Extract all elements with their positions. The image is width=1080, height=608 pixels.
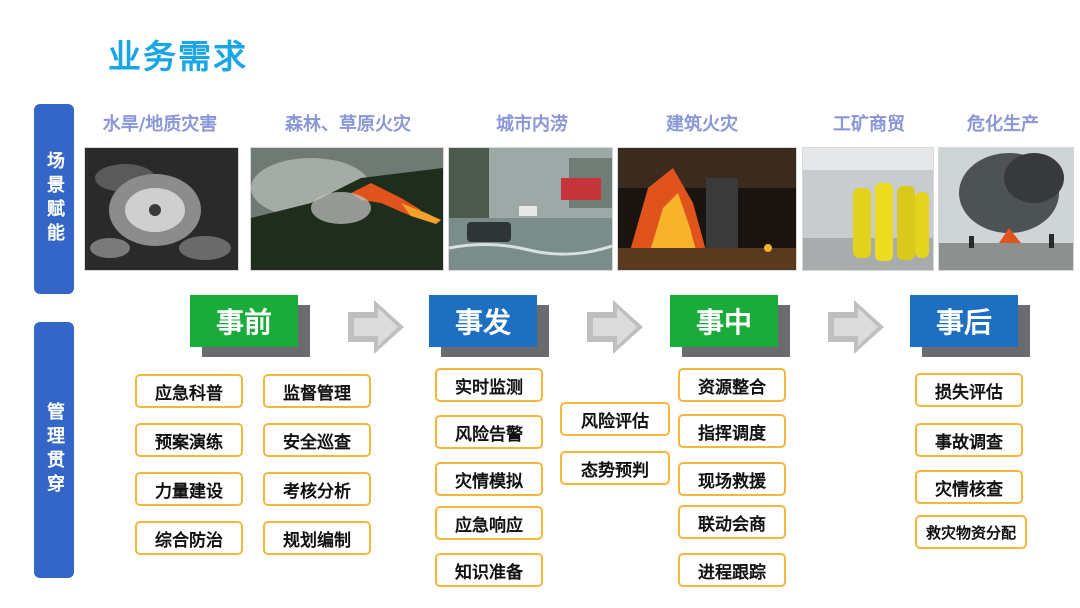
hazmat-workers-image [802,147,934,271]
typhoon-satellite-image [84,147,239,271]
task-item: 综合防治 [135,521,243,555]
right-arrow-icon [585,296,647,358]
task-item: 知识准备 [435,553,543,587]
urban-flood-image [448,147,613,271]
scene-caption-chemical: 危化生产 [967,110,1039,136]
phase-onset-label: 事发 [429,295,537,347]
right-arrow-icon [826,296,888,358]
side-label-management: 管理贯穿 [34,322,74,578]
task-item: 救灾物资分配 [915,515,1027,549]
task-item: 联动会商 [678,505,786,539]
phase-before-label: 事前 [190,295,298,347]
phase-after-label: 事后 [910,295,1018,347]
chemical-fire-image [938,147,1074,271]
scene-caption-industry-trade: 工矿商贸 [833,110,905,136]
task-item: 规划编制 [263,521,371,555]
forest-fire-image [250,147,444,271]
scene-caption-drought-geo: 水旱/地质灾害 [103,110,218,136]
task-item: 安全巡查 [263,423,371,457]
task-item: 力量建设 [135,472,243,506]
task-item: 应急响应 [435,506,543,540]
task-item: 监督管理 [263,374,371,408]
scene-caption-building-fire: 建筑火灾 [666,110,738,136]
phase-during: 事中 [670,295,778,347]
task-item: 损失评估 [915,373,1023,407]
task-item: 指挥调度 [678,414,786,448]
right-arrow-icon [346,296,408,358]
task-item: 实时监测 [435,368,543,402]
task-item: 灾情模拟 [435,462,543,496]
task-item: 事故调查 [915,423,1023,457]
task-item: 资源整合 [678,368,786,402]
side-label-management-text: 管理贯穿 [41,402,67,498]
task-item: 进程跟踪 [678,553,786,587]
task-item: 现场救援 [678,462,786,496]
task-item: 应急科普 [135,374,243,408]
page-title: 业务需求 [108,30,248,78]
scene-caption-forest-fire: 森林、草原火灾 [285,110,411,136]
task-item: 风险评估 [560,402,670,436]
phase-after: 事后 [910,295,1018,347]
phase-before: 事前 [190,295,298,347]
phase-onset: 事发 [429,295,537,347]
task-item: 考核分析 [263,472,371,506]
task-item: 预案演练 [135,423,243,457]
task-item: 态势预判 [560,451,670,485]
scene-caption-urban-flood: 城市内涝 [496,110,568,136]
side-label-scenes-text: 场景赋能 [41,151,67,247]
task-item: 灾情核查 [915,470,1023,504]
building-fire-image [617,147,797,271]
phase-during-label: 事中 [670,295,778,347]
task-item: 风险告警 [435,415,543,449]
side-label-scenes: 场景赋能 [34,104,74,294]
